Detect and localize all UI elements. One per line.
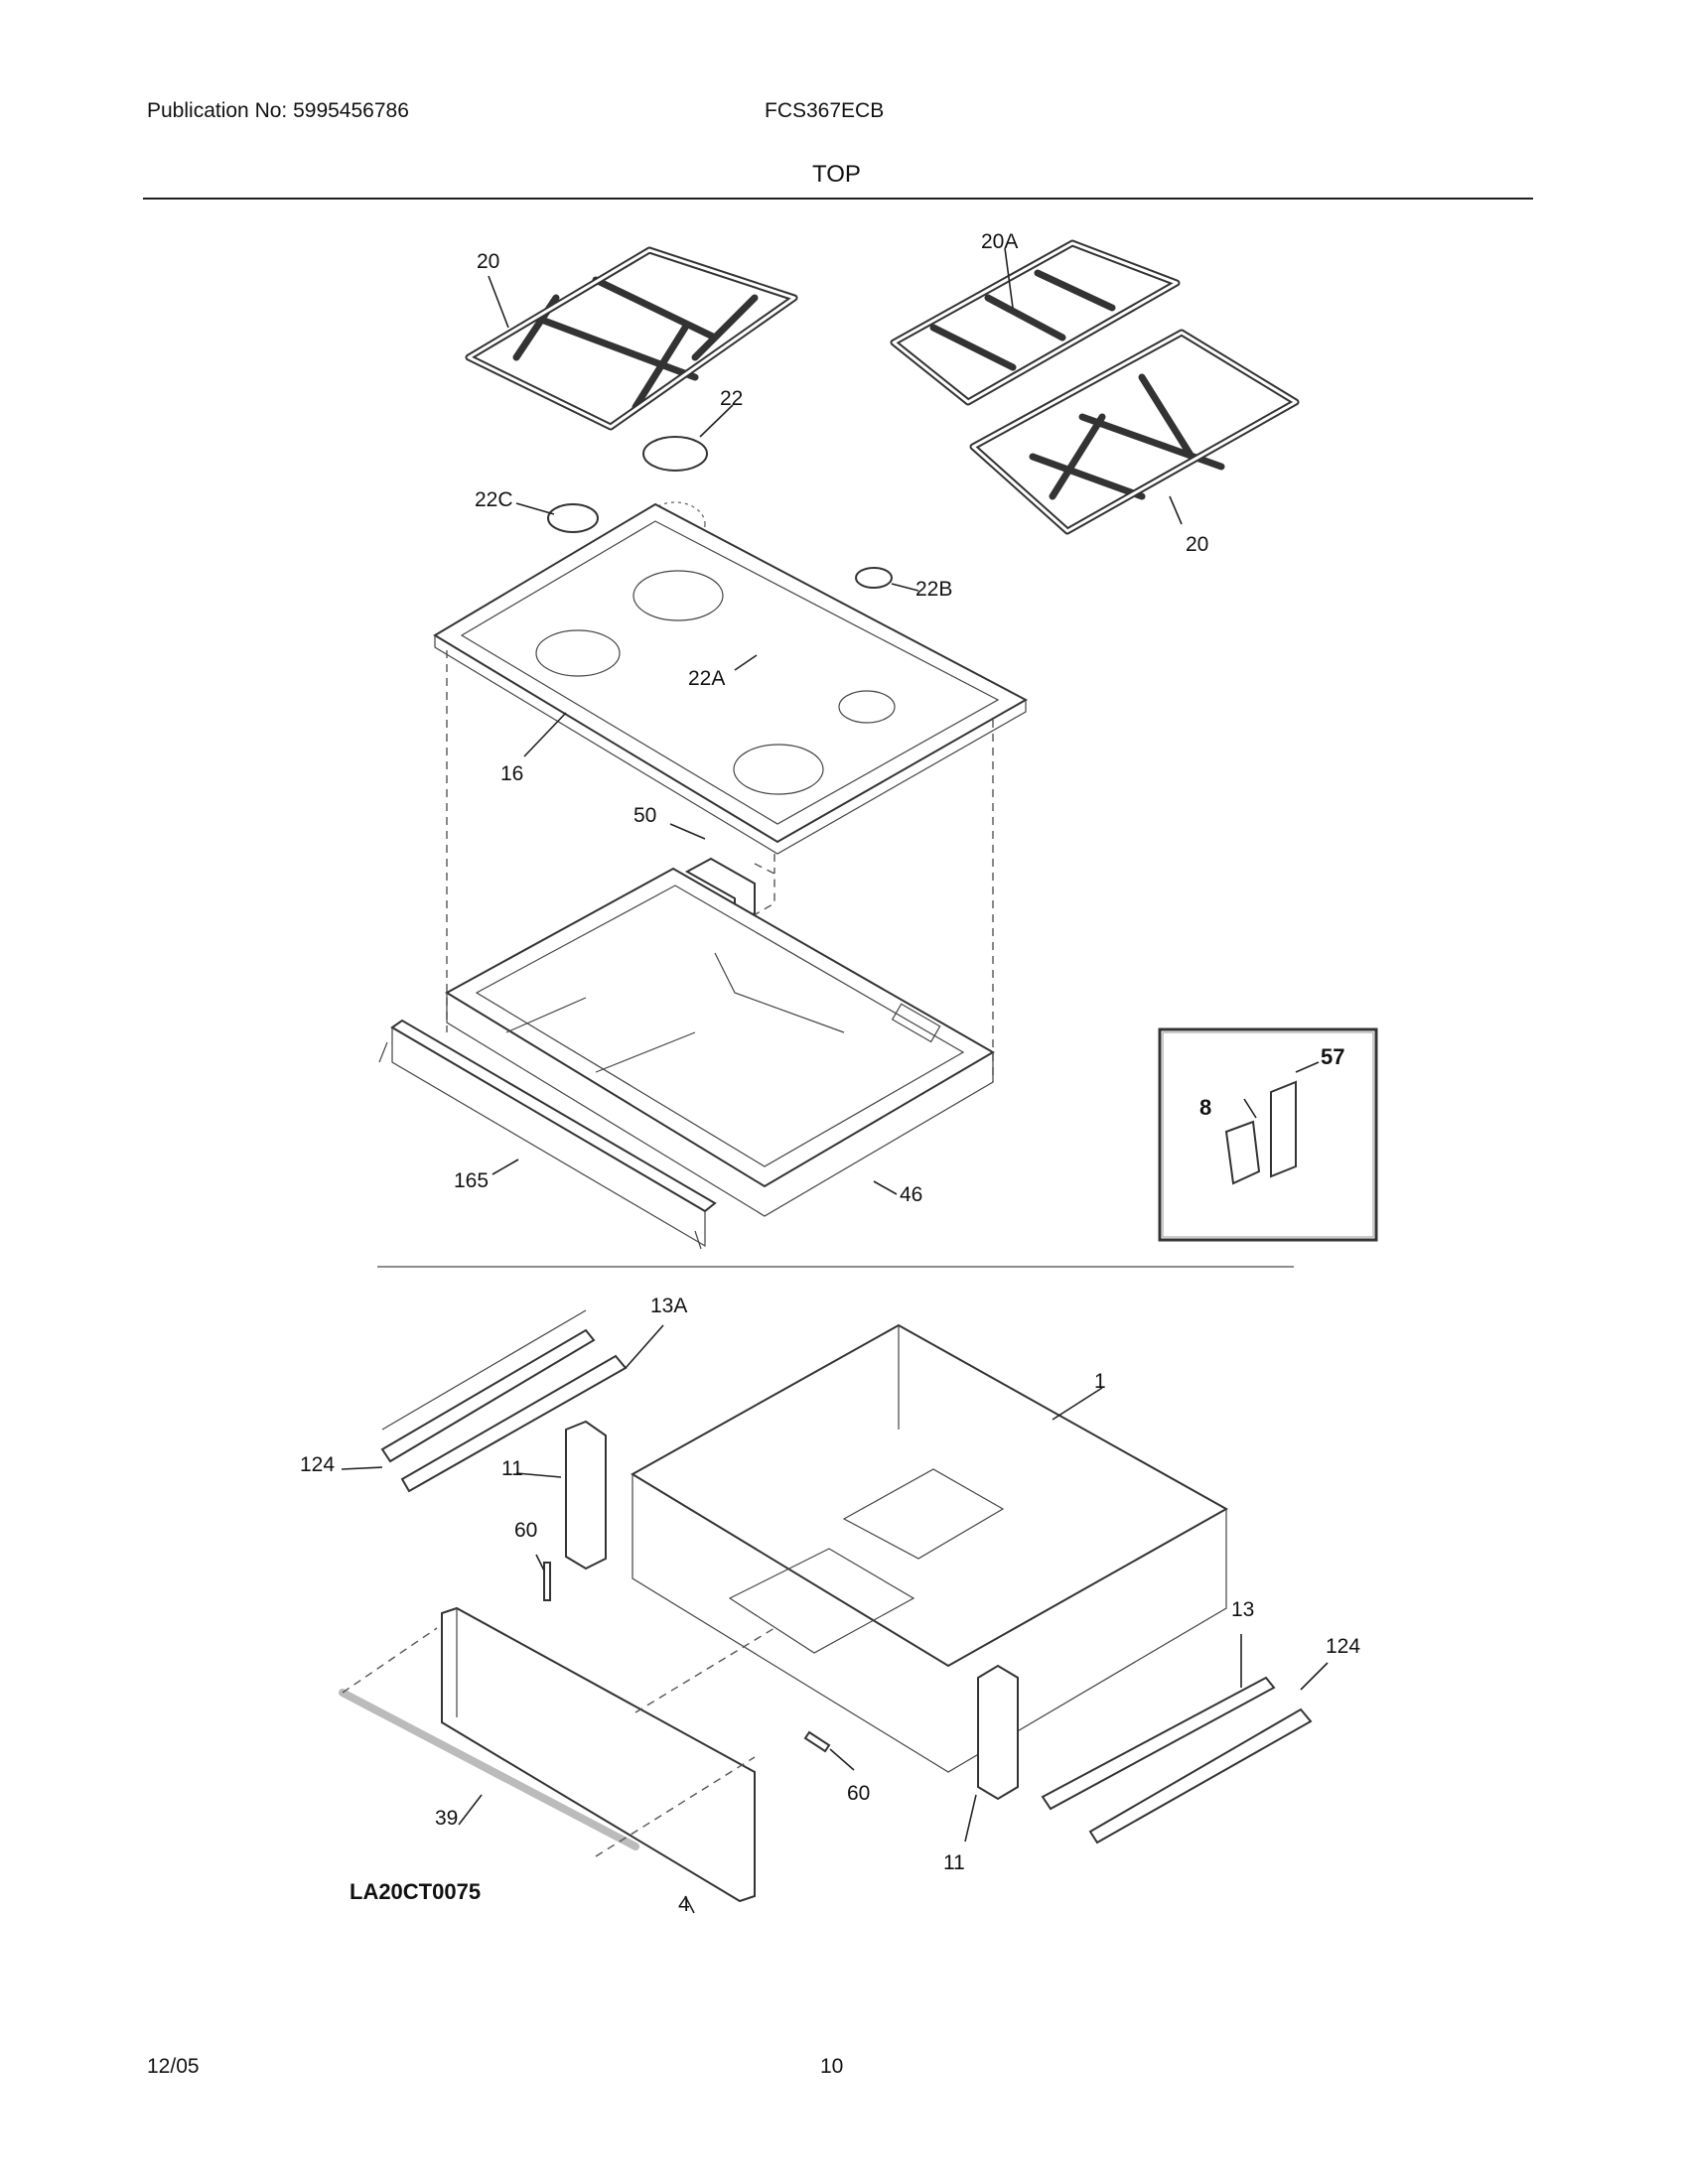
bracket-11-right-part (977, 1664, 1019, 1801)
label-bracket-11-left: 11 (501, 1457, 523, 1480)
slide-13a-part (380, 1309, 628, 1493)
label-screw-60-right: 60 (847, 1782, 870, 1805)
handle-part (339, 1689, 639, 1850)
screw-60-right-part (803, 1730, 831, 1753)
label-cap-22: 22 (720, 387, 743, 410)
leader-lines (341, 247, 1329, 1914)
label-screw-60-left: 60 (514, 1519, 537, 1542)
assembly-line (446, 650, 994, 1082)
cap-22b-part (855, 567, 893, 589)
label-inset-8: 8 (1199, 1095, 1211, 1120)
rail-165-part (378, 1019, 717, 1250)
footer-date: 12/05 (147, 2055, 200, 2078)
burner-box-part (445, 867, 995, 1217)
header-rule (143, 198, 1533, 200)
label-cap-22a: 22A (688, 667, 725, 690)
label-inset-57: 57 (1321, 1044, 1344, 1069)
label-cooktop: 16 (500, 762, 523, 785)
slide-13-part (1041, 1676, 1313, 1844)
grate-left-part (465, 246, 798, 431)
label-bracket-11-right: 11 (943, 1851, 965, 1874)
label-drawer-1: 1 (1094, 1370, 1106, 1393)
label-handle-39: 39 (435, 1807, 458, 1830)
label-slide-13: 13 (1231, 1598, 1254, 1621)
cap-22-part (642, 436, 708, 472)
burner-head-22 (644, 501, 706, 547)
label-panel-4: 4 (678, 1893, 690, 1916)
model-number: FCS367ECB (765, 99, 885, 122)
handle-assembly-line (342, 1627, 775, 1857)
front-panel-part (441, 1606, 756, 1903)
label-grate-left: 20 (477, 250, 499, 273)
publication-number: Publication No: 5995456786 (147, 99, 409, 122)
label-slide-124-right: 124 (1326, 1635, 1360, 1658)
cooktop-part (433, 502, 1029, 855)
label-rail: 165 (454, 1169, 489, 1192)
grate-center-part (890, 239, 1181, 406)
drawer-part (631, 1323, 1229, 1773)
label-grate-center: 20A (981, 230, 1018, 253)
label-grate-right: 20 (1186, 533, 1208, 556)
label-burner-box: 46 (900, 1183, 922, 1206)
cap-22c-part (547, 503, 599, 533)
bracket-11-left-part (565, 1420, 607, 1570)
drawing-code: LA20CT0075 (350, 1879, 481, 1904)
label-cap-22b: 22B (915, 578, 952, 601)
section-title: TOP (812, 161, 861, 188)
label-slide-13a: 13A (650, 1295, 687, 1317)
screw-60-left-part (543, 1562, 551, 1601)
label-slide-124-left: 124 (300, 1453, 335, 1476)
label-cap-22c: 22C (475, 488, 513, 511)
label-bracket-50: 50 (633, 804, 656, 827)
inset-box (1158, 1027, 1378, 1242)
grate-right-part (969, 329, 1300, 535)
footer-page-number: 10 (820, 2055, 844, 2078)
